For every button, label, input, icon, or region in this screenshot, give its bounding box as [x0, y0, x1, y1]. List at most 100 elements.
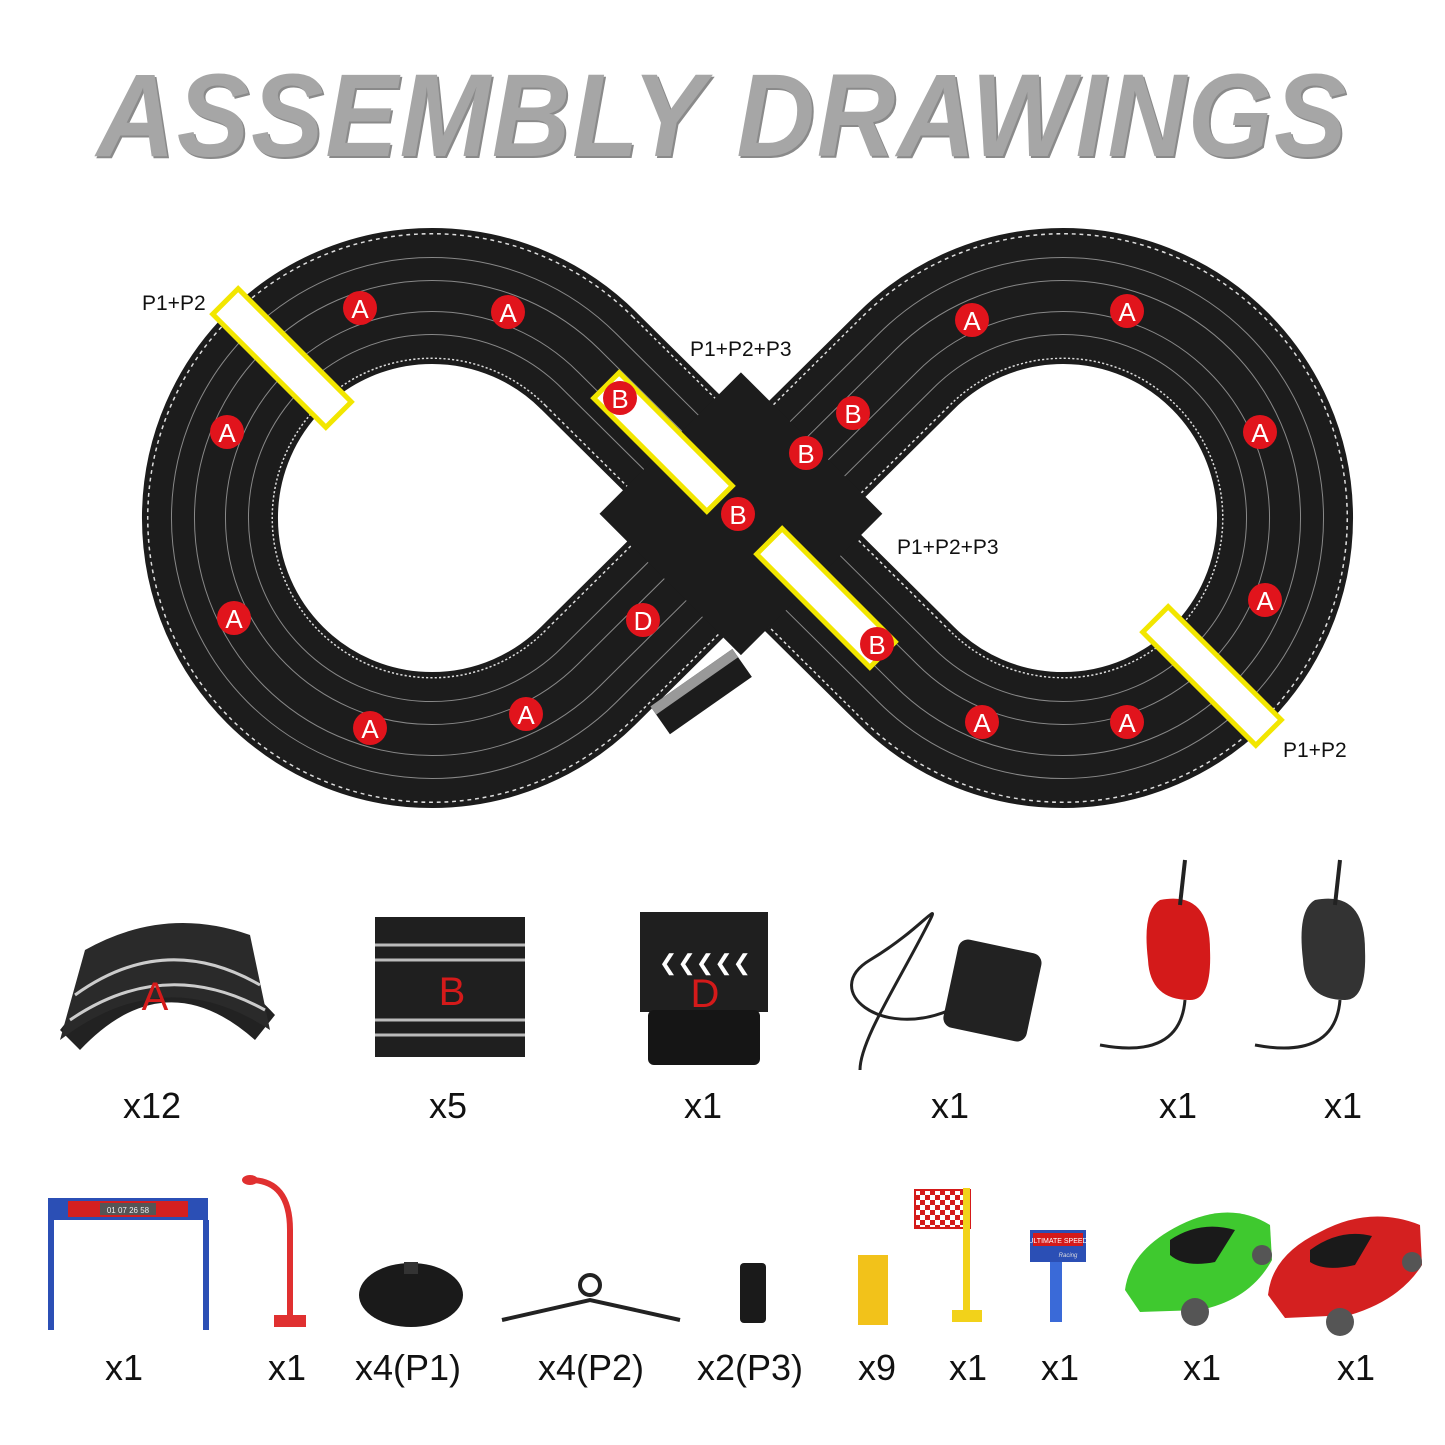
marker-circle: [836, 396, 870, 430]
quantity-label: x1: [267, 1347, 307, 1388]
track-marker: A: [955, 303, 989, 337]
connector-plate: [209, 285, 355, 431]
straight-track-b-image: B: [375, 917, 525, 1057]
marker-circle: [1110, 294, 1144, 328]
clip-image: [858, 1255, 888, 1325]
marker-letter: A: [1256, 586, 1274, 616]
quantity-label: x1: [104, 1347, 144, 1388]
marker-letter: B: [868, 630, 885, 660]
quantity-label: x12: [122, 1085, 182, 1126]
power-track-d-image: ❮❮❮❮❮ D: [640, 912, 768, 1065]
marker-circle: [210, 415, 244, 449]
marker-circle: [1110, 705, 1144, 739]
track-marker: B: [721, 497, 755, 531]
track-marker: A: [1110, 294, 1144, 328]
quantity-label: x9: [857, 1347, 897, 1388]
street-lamp-image: [242, 1175, 306, 1327]
track-marker: A: [1248, 583, 1282, 617]
gantry-image: 01 07 26 58: [48, 1198, 209, 1330]
red-car-image: [1268, 1216, 1422, 1336]
marker-circle: [965, 705, 999, 739]
marker-circle: [343, 291, 377, 325]
marker-letter: A: [225, 604, 243, 634]
base-p1-image: [359, 1262, 463, 1327]
marker-letter: A: [1118, 708, 1136, 738]
bracket-p2-image: [501, 1273, 681, 1322]
quantity-label: x4(P2): [537, 1347, 645, 1388]
connector-label: P1+P2: [1283, 739, 1347, 762]
marker-circle: [1243, 415, 1277, 449]
track-marker: A: [217, 601, 251, 635]
marker-letter: D: [634, 606, 653, 636]
quantity-label: x1: [1158, 1085, 1198, 1126]
marker-letter: B: [729, 500, 746, 530]
quantity-label: x2(P3): [696, 1347, 804, 1388]
page-title: ASSEMBLY DRAWINGS: [96, 50, 1349, 182]
quantity-label: x1: [930, 1085, 970, 1126]
gantry-display: 01 07 26 58: [107, 1206, 150, 1215]
connector-label: P1+P2: [142, 292, 206, 315]
curve-track-a-image: A: [60, 923, 275, 1050]
marker-circle: [1248, 583, 1282, 617]
marker-circle: [626, 603, 660, 637]
marker-letter: A: [973, 708, 991, 738]
track-marker: B: [836, 396, 870, 430]
marker-letter: B: [844, 399, 861, 429]
flag-image: [914, 1188, 982, 1322]
quantity-label: x1: [1336, 1347, 1376, 1388]
marker-letter: A: [499, 298, 517, 328]
marker-letter: A: [218, 418, 236, 448]
power-track-plug: [650, 649, 752, 735]
svg-text:❮❮❮❮❮: ❮❮❮❮❮: [659, 950, 751, 976]
marker-letter: B: [797, 439, 814, 469]
track-marker: D: [626, 603, 660, 637]
straight-track-letter: B: [439, 970, 466, 1014]
billboard-subtext: Racing: [1059, 1253, 1078, 1259]
marker-circle: [509, 697, 543, 731]
power-track-letter: D: [691, 972, 720, 1016]
quantity-label: x1: [1040, 1347, 1080, 1388]
track-marker: A: [1243, 415, 1277, 449]
marker-circle: [789, 436, 823, 470]
black-controller-image: [1254, 859, 1366, 1050]
marker-letter: A: [517, 700, 535, 730]
marker-letter: A: [963, 306, 981, 336]
red-controller-image: [1099, 859, 1211, 1050]
track-marker: A: [353, 711, 387, 745]
quantity-label: x1: [1323, 1085, 1363, 1126]
curve-track-letter: A: [142, 975, 169, 1019]
marker-letter: A: [351, 294, 369, 324]
track-marker: B: [860, 627, 894, 661]
connector-label: P1+P2+P3: [690, 338, 792, 361]
marker-letter: A: [361, 714, 379, 744]
green-car-image: [1125, 1212, 1272, 1326]
billboard-text: ULTIMATE SPEED: [1028, 1238, 1087, 1245]
adapter-image: [850, 912, 1042, 1071]
track-marker: A: [965, 705, 999, 739]
marker-circle: [217, 601, 251, 635]
post-p3-image: [740, 1263, 766, 1323]
track-marker: B: [603, 381, 637, 415]
quantity-label: x5: [428, 1085, 468, 1126]
track-marker: A: [210, 415, 244, 449]
quantity-label: x4(P1): [354, 1347, 462, 1388]
marker-circle: [721, 497, 755, 531]
billboard-image: ULTIMATE SPEED Racing: [1028, 1230, 1088, 1322]
track-marker: A: [1110, 705, 1144, 739]
connector-plate: [1139, 603, 1285, 749]
marker-letter: A: [1251, 418, 1269, 448]
marker-letter: B: [611, 384, 628, 414]
connector-label: P1+P2+P3: [897, 536, 999, 559]
quantity-label: x1: [1182, 1347, 1222, 1388]
track-marker: A: [343, 291, 377, 325]
track-marker: A: [491, 295, 525, 329]
marker-circle: [860, 627, 894, 661]
track-marker: A: [509, 697, 543, 731]
track-marker: B: [789, 436, 823, 470]
marker-circle: [955, 303, 989, 337]
marker-circle: [353, 711, 387, 745]
marker-circle: [491, 295, 525, 329]
